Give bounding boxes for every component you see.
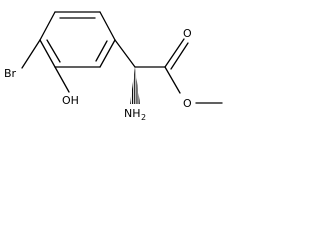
- ring-double-bond-right: [95, 40, 108, 62]
- bond-ring-bromine: [21, 39, 41, 69]
- ring-bond-left-lower: [39, 39, 56, 68]
- atom-amine-subscript: 2: [141, 113, 146, 122]
- bond-carbonyl-double-1: [164, 38, 185, 68]
- atom-carbonyl-oxygen-label: O: [183, 27, 192, 40]
- amine-group: NH 2: [124, 107, 146, 122]
- bond-ring-hydroxyl: [54, 66, 70, 93]
- bond-ring-alpha-carbon: [114, 39, 136, 68]
- benzene-ring: [39, 11, 116, 68]
- chemical-structure-diagram: Br OH NH 2 O O: [4, 11, 223, 122]
- ring-bond-right-lower: [99, 39, 116, 68]
- ring-bond-top: [39, 11, 56, 41]
- ring-bond-right-upper: [99, 11, 116, 41]
- ring-double-bond-left: [46, 39, 61, 63]
- bond-carbonyl-ester-oxygen: [164, 66, 181, 94]
- atom-bromine-label: Br: [4, 67, 17, 80]
- atom-hydroxyl-label: OH: [62, 94, 79, 107]
- atom-ester-oxygen-label: O: [183, 97, 192, 110]
- bond-carbonyl-double-2: [170, 42, 189, 70]
- atom-amine-label: NH: [124, 107, 141, 120]
- stereo-hashed-wedge: [130, 67, 140, 104]
